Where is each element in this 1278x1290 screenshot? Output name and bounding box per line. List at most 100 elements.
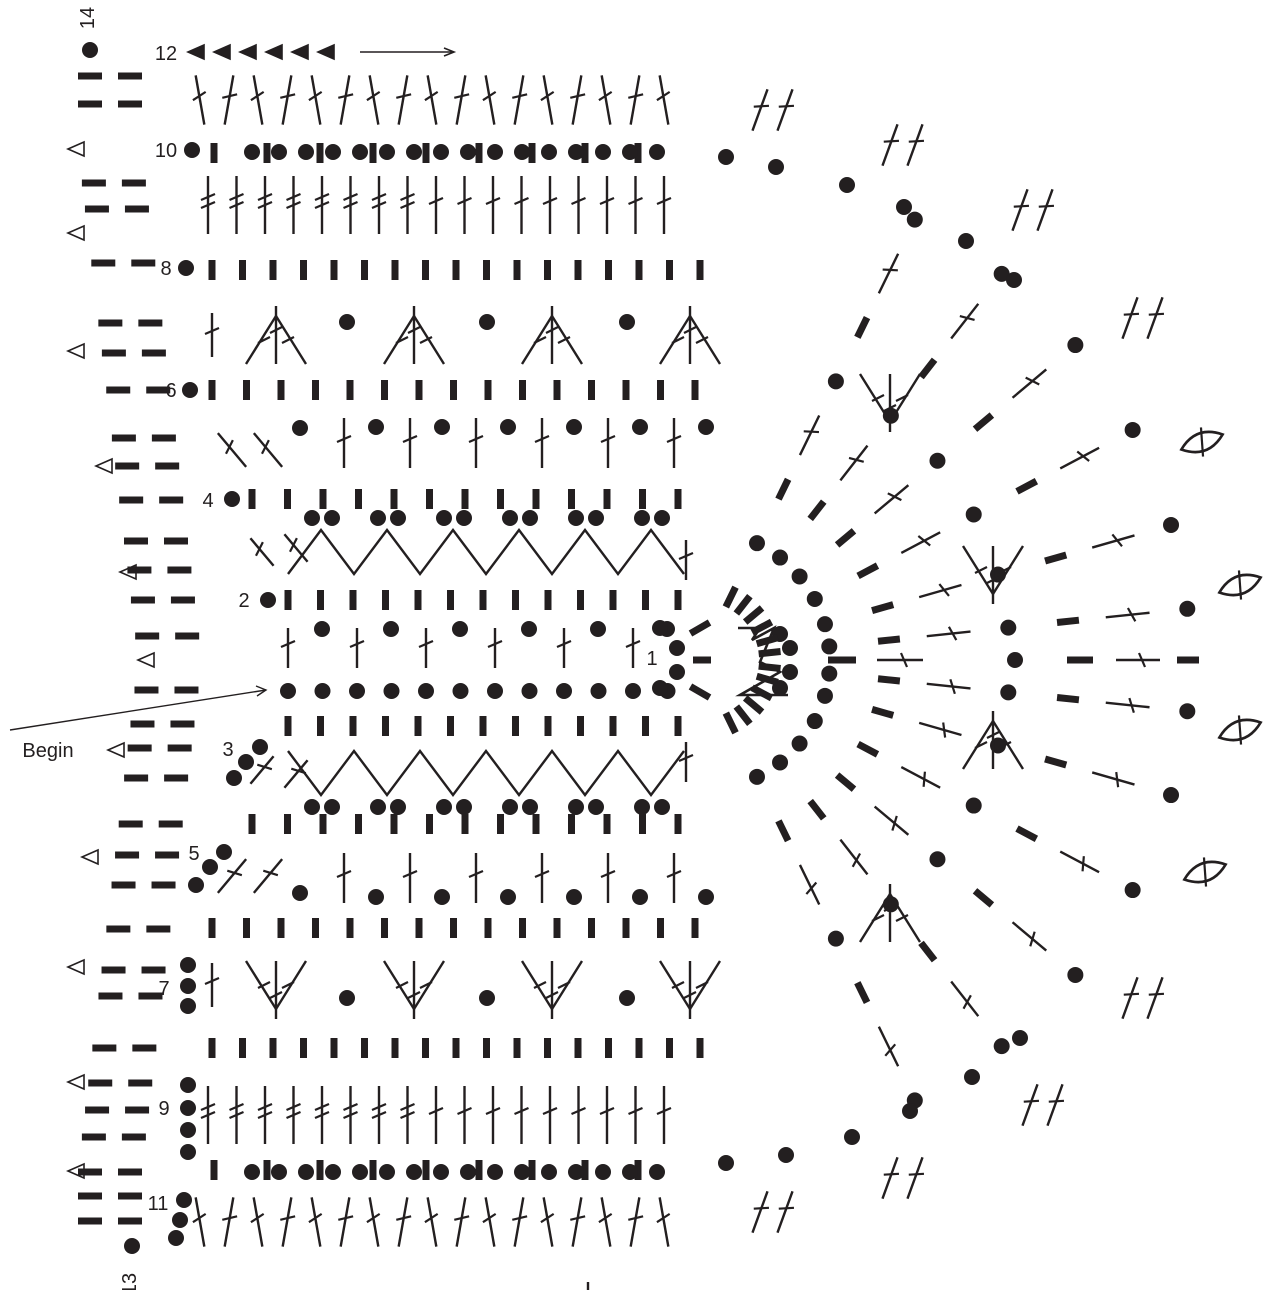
double-crochet-stem [1057, 442, 1102, 475]
slip-stitch-bar [657, 918, 664, 938]
double-crochet-stem [247, 1196, 269, 1248]
slip-stitch-bar [447, 716, 454, 736]
double-crochet-stem [287, 1086, 301, 1144]
chain-dot [324, 510, 340, 526]
chain-dot [718, 149, 734, 165]
chain-dot [180, 957, 196, 973]
slip-stitch-bar [211, 143, 218, 163]
slip-stitch-bar [605, 260, 612, 280]
slip-stitch-bar [112, 882, 136, 889]
row-label: 1 [646, 648, 657, 670]
slip-stitch-bar [361, 260, 368, 280]
double-crochet-stem [421, 74, 443, 126]
double-crochet-stem [1090, 529, 1136, 555]
double-crochet-stem [392, 74, 414, 126]
double-crochet-stem [624, 74, 646, 126]
double-crochet-stem [667, 853, 681, 903]
picot-leaf [1215, 709, 1266, 750]
double-crochet-stem [392, 1196, 414, 1248]
open-triangle [108, 743, 124, 757]
double-crochet-stem [870, 480, 913, 519]
row-label: 3 [222, 739, 233, 761]
double-crochet-stem [245, 534, 279, 571]
slip-stitch-bar [878, 675, 901, 684]
chain-dot [1179, 601, 1195, 617]
slip-stitch-bar [854, 981, 870, 1004]
picot-leaf [1215, 564, 1266, 605]
slip-stitch-bar [300, 1038, 307, 1058]
double-crochet-stem [679, 742, 693, 782]
chain-dot [749, 769, 765, 785]
double-crochet-stem [276, 1196, 298, 1248]
slip-stitch-bar [130, 721, 154, 728]
double-crochet-stem [595, 74, 617, 126]
chain-dot [180, 998, 196, 1014]
chain-dot [821, 638, 837, 654]
slip-stitch-bar [533, 489, 540, 509]
chain-dot [792, 568, 808, 584]
slip-stitch-bar [124, 538, 148, 545]
slip-stitch-bar [416, 380, 423, 400]
slip-stitch-bar [284, 489, 291, 509]
slip-stitch-bar [392, 1038, 399, 1058]
slip-stitch-bar [604, 489, 611, 509]
chain-dot [817, 688, 833, 704]
chain-dot [172, 1212, 188, 1228]
slip-stitch-bar [118, 1218, 142, 1225]
slip-stitch-bar [544, 260, 551, 280]
slip-stitch-bar [115, 852, 139, 859]
double-crochet-stem [429, 176, 443, 234]
double-crochet-stem [403, 418, 417, 468]
slip-stitch-bar [317, 590, 324, 610]
v-shell [246, 306, 306, 364]
chain-dot [339, 990, 355, 1006]
chain-dot [325, 144, 341, 160]
double-crochet-stem [926, 625, 971, 644]
slip-stitch-bar [355, 489, 362, 509]
slip-stitch-bar [422, 1038, 429, 1058]
double-crochet-stem [557, 628, 571, 668]
slip-stitch-bar [675, 814, 682, 834]
chain-dot [590, 621, 606, 637]
slip-stitch-bar [447, 590, 454, 610]
slip-stitch-bar [675, 489, 682, 509]
chain-dot [566, 889, 582, 905]
slip-stitch-bar [692, 918, 699, 938]
row-label: 13 [119, 1273, 141, 1290]
chain-dot [324, 799, 340, 815]
chain-dot [406, 144, 422, 160]
chain-dot [352, 1164, 368, 1180]
filled-triangle [188, 45, 204, 59]
slip-stitch-bar [605, 1038, 612, 1058]
chain-dot [271, 1164, 287, 1180]
double-crochet-stem [601, 853, 615, 903]
double-crochet-stem [876, 1155, 904, 1201]
double-crochet-stem [600, 176, 614, 234]
open-triangle [68, 226, 84, 240]
slip-stitch-bar [361, 1038, 368, 1058]
inverted-v-shell [860, 374, 920, 432]
double-crochet-stem [1016, 1082, 1044, 1128]
slip-stitch-bar [175, 633, 199, 640]
chain-dot [1007, 652, 1023, 668]
double-crochet-stem [363, 1196, 385, 1248]
chain-dot [619, 314, 635, 330]
open-triangle [96, 459, 112, 473]
chain-dot [514, 1164, 530, 1180]
double-crochet-stem [305, 74, 327, 126]
chain-dot [839, 177, 855, 193]
slip-stitch-bar [347, 918, 354, 938]
chain-dot [379, 144, 395, 160]
chain-dot [202, 859, 218, 875]
slip-stitch-bar [675, 590, 682, 610]
chain-dot [453, 683, 469, 699]
chain-dot [541, 144, 557, 160]
slip-stitch-bar [512, 716, 519, 736]
double-crochet-stem [515, 176, 529, 234]
chain-dot [566, 419, 582, 435]
chain-dot [1163, 517, 1179, 533]
double-crochet-stem [344, 176, 358, 234]
slip-stitch-bar [264, 143, 271, 163]
slip-stitch-bar [138, 320, 162, 327]
double-crochet-stem [1090, 766, 1136, 792]
